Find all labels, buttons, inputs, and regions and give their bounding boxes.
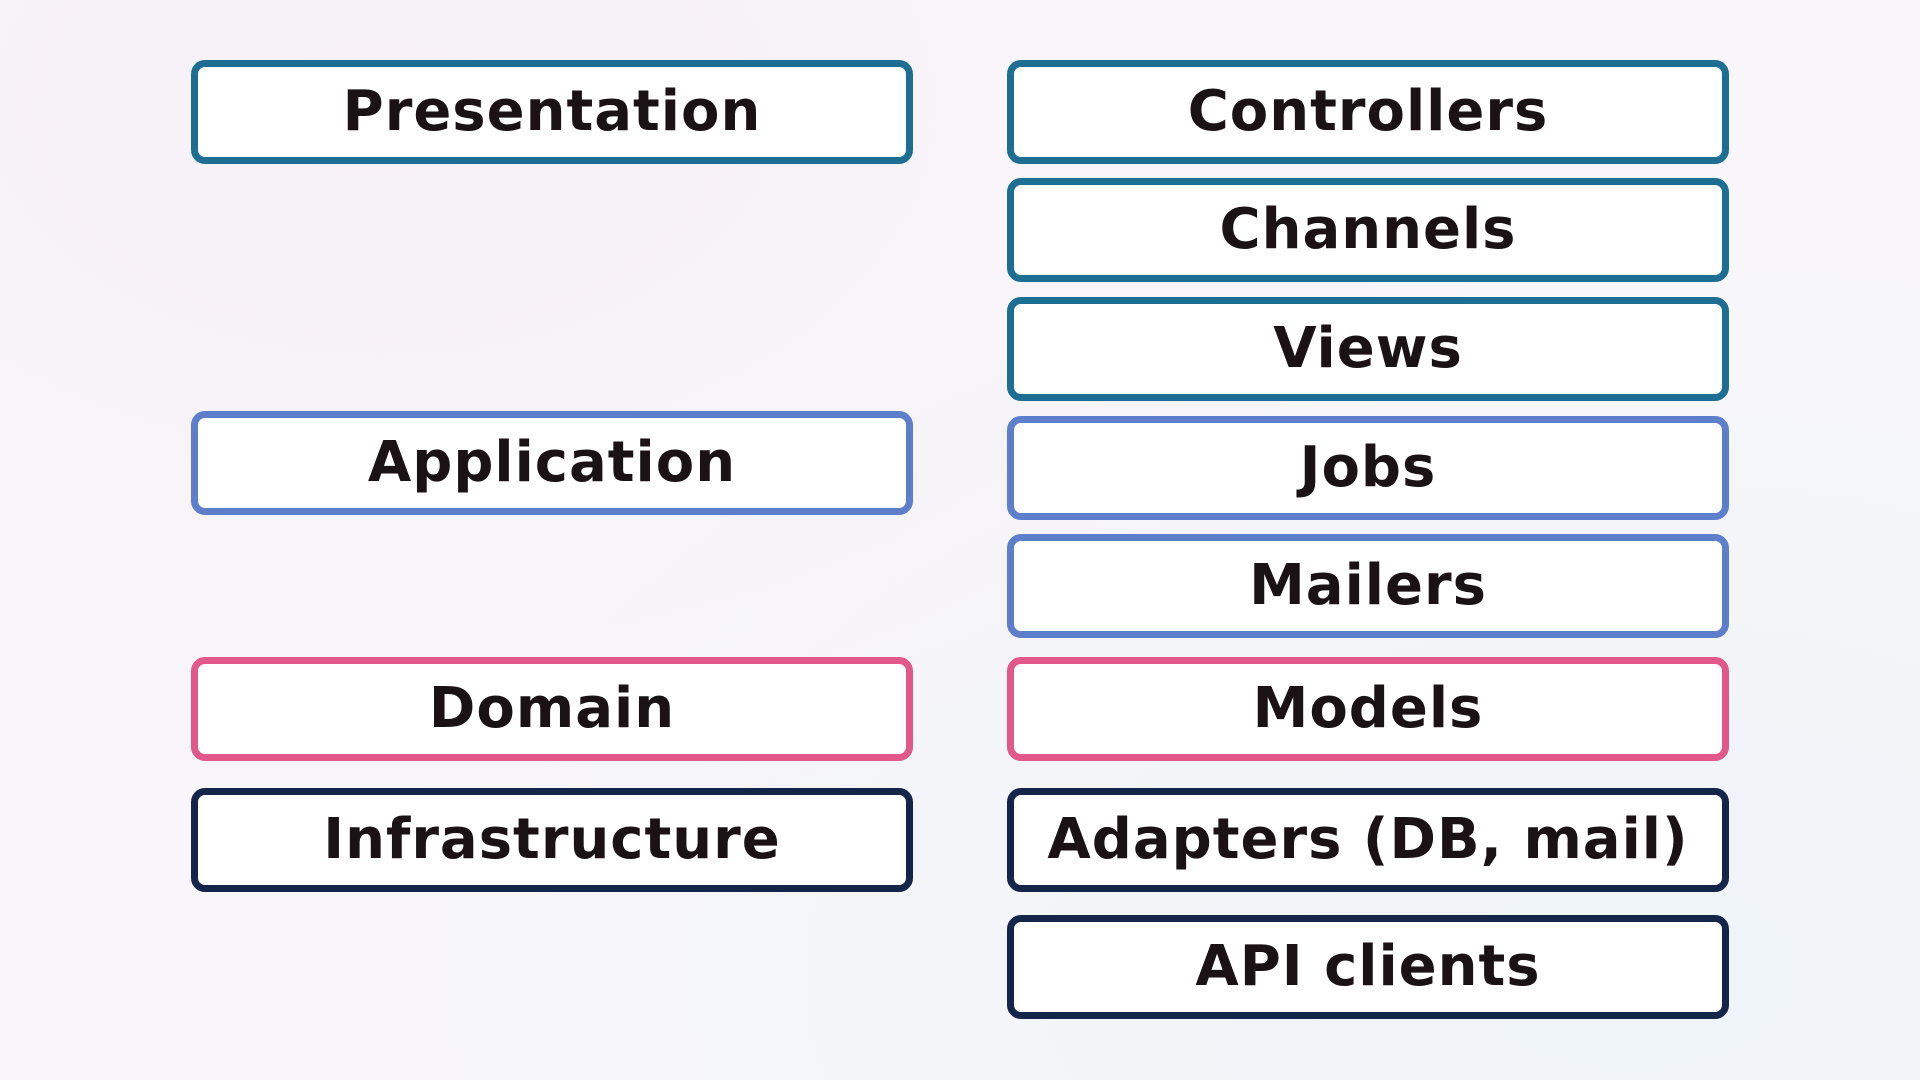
component-jobs-box: Jobs (1007, 416, 1729, 520)
component-channels-box: Channels (1007, 178, 1729, 282)
component-api-clients-label: API clients (1195, 934, 1541, 999)
component-mailers-label: Mailers (1249, 553, 1487, 618)
layer-presentation-box: Presentation (191, 60, 913, 164)
component-api-clients-box: API clients (1007, 915, 1729, 1019)
layer-infrastructure-box: Infrastructure (191, 788, 913, 892)
component-jobs-label: Jobs (1299, 435, 1437, 500)
component-adapters-box: Adapters (DB, mail) (1007, 788, 1729, 892)
component-views-label: Views (1273, 316, 1463, 381)
component-mailers-box: Mailers (1007, 534, 1729, 638)
layer-domain-label: Domain (428, 676, 676, 741)
component-adapters-label: Adapters (DB, mail) (1047, 807, 1689, 872)
component-controllers-label: Controllers (1187, 79, 1549, 144)
layer-application-box: Application (191, 411, 913, 515)
layer-infrastructure-label: Infrastructure (323, 807, 781, 872)
component-views-box: Views (1007, 297, 1729, 401)
layer-domain-box: Domain (191, 657, 913, 761)
component-models-label: Models (1252, 676, 1484, 741)
layer-presentation-label: Presentation (342, 79, 762, 144)
component-controllers-box: Controllers (1007, 60, 1729, 164)
component-channels-label: Channels (1219, 197, 1517, 262)
component-models-box: Models (1007, 657, 1729, 761)
layer-application-label: Application (367, 430, 737, 495)
